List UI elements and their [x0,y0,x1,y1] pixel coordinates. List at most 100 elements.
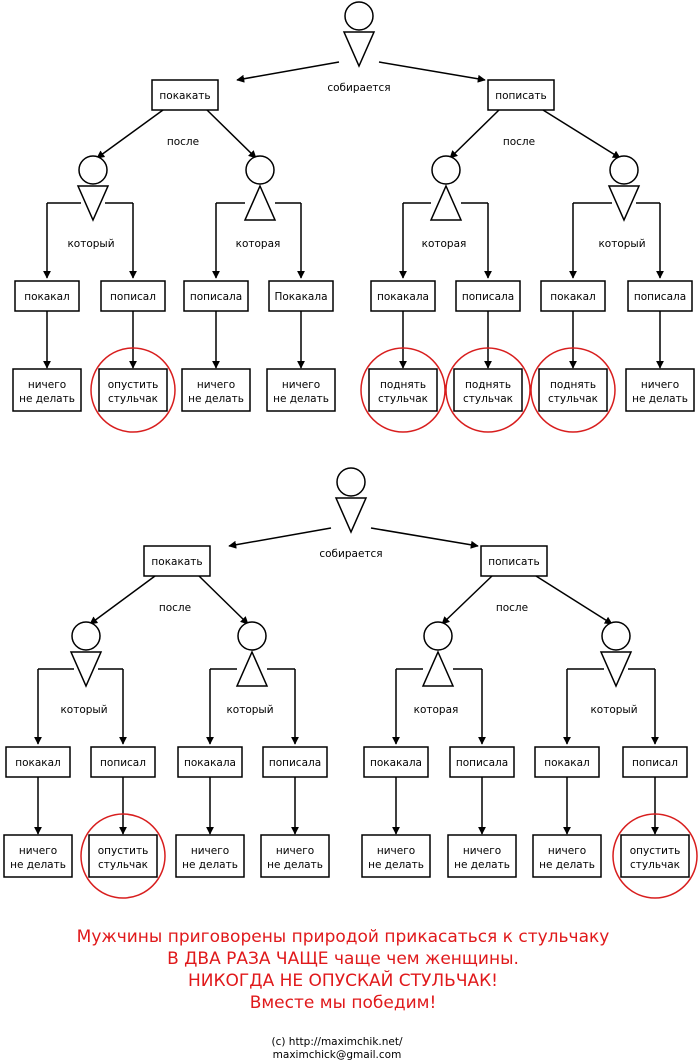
tree-2-right-child-2-leaf-2-highlight-circle [612,813,698,899]
tree-1-left-child-1-leaf-1-action-box-label: покакал [24,291,70,303]
tree-1-right-child-2-leaf-1-highlight-circle [530,347,616,433]
tree-2-root-label: собирается [319,548,382,560]
tree-1-right-child-1-leaf-2-result-box [453,368,523,412]
tree-2-right-child-2-person-male-icon [599,651,633,688]
tree-1-right-child-2-leaf-2-action-box-label: пописала [634,291,686,303]
tree-1-left-child-1-leaf-2-action-box [100,280,166,312]
tree-2-right-child-1-person-female-icon [421,650,455,687]
tree-1-left-child-1-person-male-icon [76,185,110,222]
tree-2-left-child-2-leaf-1-result-box-line-1: ничего [191,845,229,857]
tree-1-right-child-1-leaf-1-action-box-label: покакала [377,291,429,303]
tree-1-left-child-2-leaf-2-result-box [266,368,336,412]
tree-2-right-child-2-leaf-1-action-box-label: покакал [544,757,590,769]
tree-2-right-child-1-leaf-1-result-box [361,834,431,878]
tree-1-right-child-1-relative-label: которая [422,238,467,250]
tree-1-right-child-1-leaf-2-action-box-label: пописала [462,291,514,303]
tree-1-right-child-2-leaf-1-action-box-label: покакал [550,291,596,303]
tree-2-right-child-2-arrow-in [535,575,613,625]
tree-1-root-label: собирается [327,82,390,94]
tree-1-left-child-1-leaf-1-result-box [12,368,82,412]
tree-1-right-child-2-arrow-in [542,109,621,159]
tree-2-arrow-root-right [370,527,479,549]
tree-2-right-edge-label: после [496,602,528,614]
tree-1-root-person-male-icon [342,31,376,68]
tree-2-right-child-1-leaf-2-result-box-line-2: не делать [454,859,510,871]
tree-2-left-child-2-leaf-2-result-box [260,834,330,878]
tree-2-left-box [143,545,211,577]
credit: (c) http://maximchik.net/ maximchick@gma… [271,1036,402,1061]
tree-1-right-child-2-leaf-1-result-box-line-2: стульчак [548,393,598,405]
message-line-2: В ДВА РАЗА ЧАЩЕ чаще чем женщины. [167,949,519,969]
tree-1-left-child-2-person-head [245,155,275,185]
tree-2-left-child-2-arrow-in [198,575,249,625]
tree-2-right-child-1-leaf-2-result-box-line-1: ничего [463,845,501,857]
tree-2-left-child-2-leaf-1-result-box-line-2: не делать [182,859,238,871]
credit-email: maximchick@gmail.com [273,1049,402,1061]
tree-2-left-child-1-arrow-in [89,575,156,625]
tree-1-right-child-1-arrow-in [449,109,500,159]
tree-1-root-person-head [344,1,374,31]
tree-2-left-child-1-leaf-2-result-box [88,834,158,878]
tree-1-right-child-1-leaf-1-result-box-line-1: поднять [380,379,426,391]
tree-2-right-child-2-leaf-1-result-box-line-2: не делать [539,859,595,871]
tree-1-right-child-2-leaf-1-action-box [540,280,606,312]
tree-2-left-child-2-leaf-1-result-box [175,834,245,878]
tree-2-right-box-label: пописать [488,556,540,568]
tree-2-left-child-1-relative-label: который [60,704,107,716]
tree-1-right-edge-label: после [503,136,535,148]
tree-2-root-person-head [336,467,366,497]
tree-2-left-child-1-person-male-icon [69,651,103,688]
tree-2-arrow-root-left [228,527,332,549]
tree-2-right-box [480,545,548,577]
tree-2-left-child-2-leaf-1-action-box [177,746,243,778]
tree-1-left-child-1-leaf-2-result-box-line-2: стульчак [108,393,158,405]
tree-1-left-box [151,79,219,111]
tree-1-left-child-2-leaf-1-result-box-line-2: не делать [188,393,244,405]
tree-2-right-child-2-leaf-2-result-box [620,834,690,878]
tree-1-right-child-1-leaf-2-result-box-line-1: поднять [465,379,511,391]
tree-1-left-child-2-arrow-in [206,109,257,159]
tree-2-right-child-1-leaf-2-action-box [449,746,515,778]
message-line-3: НИКОГДА НЕ ОПУСКАЙ СТУЛЬЧАК! [188,969,498,991]
tree-1-left-child-1-person-head [78,155,108,185]
tree-1-right-child-1-leaf-1-highlight-circle [360,347,446,433]
tree-1-left-child-1-leaf-1-result-box-line-2: не делать [19,393,75,405]
tree-1-left-child-1-leaf-2-highlight-circle [90,347,176,433]
tree-2-left-child-1-leaf-1-action-box-label: покакал [15,757,61,769]
tree-2-left-child-2-leaf-1-action-box-label: покакала [184,757,236,769]
tree-1-left-child-2-leaf-2-action-box-label: Покакала [274,291,327,303]
tree-2-left-child-1-person-head [71,621,101,651]
tree-1-right-child-2-person-head [609,155,639,185]
tree-2-left-edge-label: после [159,602,191,614]
tree-2-right-child-2-leaf-2-result-box-line-1: опустить [630,845,681,857]
tree-2-left-child-1-leaf-2-result-box-line-1: опустить [98,845,149,857]
tree-1-left-child-2-leaf-1-result-box-line-1: ничего [197,379,235,391]
tree-1-right-child-2-leaf-2-result-box-line-2: не делать [632,393,688,405]
tree-2-left-child-1-leaf-1-result-box [3,834,73,878]
tree-2-right-child-1-leaf-1-action-box [363,746,429,778]
tree-2-left-child-1-leaf-1-result-box-line-2: не делать [10,859,66,871]
tree-1-arrow-root-left [236,61,340,83]
tree-1-right-child-1-leaf-2-action-box [455,280,521,312]
tree-2-right-child-1-relative-label: которая [414,704,459,716]
tree-2-left-child-2-leaf-2-action-box [262,746,328,778]
tree-2-right-child-2-person-head [601,621,631,651]
tree-1-left-child-1-leaf-2-result-box [98,368,168,412]
tree-2-left-child-2-leaf-2-result-box-line-1: ничего [276,845,314,857]
tree-1-right-child-1-person-female-icon [429,184,463,221]
tree-1-right-child-2-leaf-1-result-box [538,368,608,412]
tree-1-left-child-1-leaf-1-result-box-line-1: ничего [28,379,66,391]
tree-2-left-child-2-person-head [237,621,267,651]
tree-1-left-child-2-leaf-1-result-box [181,368,251,412]
tree-1-right-child-2-leaf-1-result-box-line-1: поднять [550,379,596,391]
tree-2-right-child-1-leaf-1-result-box-line-1: ничего [377,845,415,857]
message-line-4: Вместе мы победим! [250,993,437,1013]
tree-2-left-child-1-leaf-2-result-box-line-2: стульчак [98,859,148,871]
tree-2-right-child-1-leaf-2-action-box-label: пописала [456,757,508,769]
tree-1-right-box [487,79,555,111]
tree-2-left-child-2-person-female-icon [235,650,269,687]
tree-1-right-child-2-relative-label: который [598,238,645,250]
tree-1-right-child-2-leaf-2-result-box [625,368,695,412]
tree-1-left-box-label: покакать [159,90,210,102]
